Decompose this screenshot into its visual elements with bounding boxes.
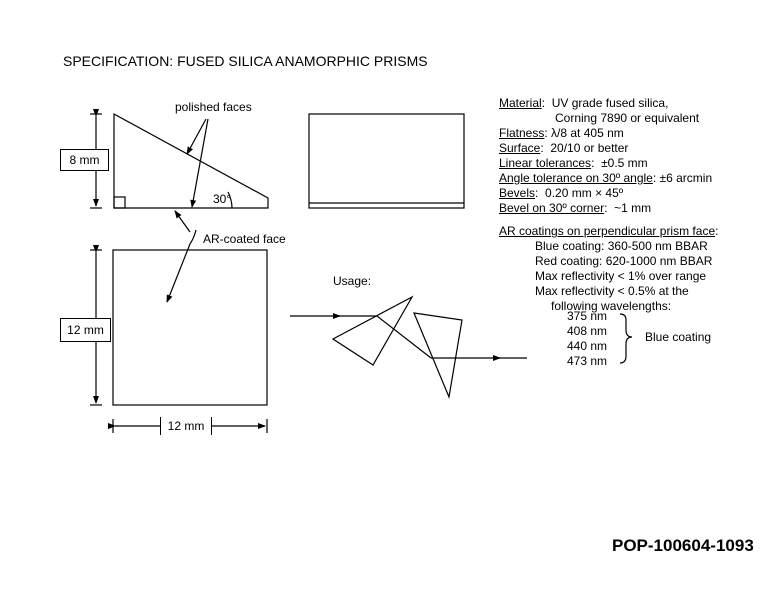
wavelength-item: 375 nm: [567, 309, 608, 323]
polished-arrow-2: [190, 118, 209, 208]
prism-end-view: [308, 113, 465, 209]
coatings-heading: AR coatings on perpendicular prism face:: [499, 224, 719, 238]
polished-arrow-1: [186, 118, 207, 155]
part-number: POP-100604-1093: [612, 536, 754, 555]
coating-line: Red coating: 620-1000 nm BBAR: [535, 254, 713, 268]
coating-line: following wavelengths:: [551, 299, 672, 313]
usage-label: Usage:: [333, 274, 372, 288]
angle-label: 30°: [213, 192, 232, 206]
polished-faces-label: polished faces: [175, 100, 252, 114]
spec-flatness: Flatness: λ/8 at 405 nm: [499, 126, 624, 140]
wavelength-item: 473 nm: [567, 354, 608, 368]
spec-angle-tolerance: Angle tolerance on 30º angle: ±6 arcmin: [499, 171, 713, 185]
width-dimension-label: 12 mm: [160, 417, 212, 435]
wavelength-group-label: Blue coating: [645, 330, 712, 344]
usage-prism-1: [331, 295, 414, 366]
ar-coated-label: AR-coated face: [203, 232, 286, 246]
prism-side-view: [113, 112, 269, 209]
spec-surface: Surface: 20/10 or better: [499, 141, 629, 155]
spec-linear-tolerances: Linear tolerances: ±0.5 mm: [499, 156, 648, 170]
height-dimension-label: 8 mm: [60, 149, 109, 171]
coating-line: Blue coating: 360-500 nm BBAR: [535, 239, 708, 253]
ar-arrow-2: [166, 243, 191, 303]
right-angle-mark: [113, 196, 126, 209]
prism-face-view: [112, 249, 268, 406]
spec-material: Material: UV grade fused silica,: [499, 96, 669, 110]
refracted-beam: [376, 315, 432, 359]
angle-arc: [227, 191, 233, 209]
spec-bevels: Bevels: 0.20 mm × 45º: [499, 186, 624, 200]
wavelength-item: 440 nm: [567, 339, 608, 353]
wavelength-item: 408 nm: [567, 324, 608, 338]
ar-arrow-1: [174, 210, 191, 233]
page-title: SPECIFICATION: FUSED SILICA ANAMORPHIC P…: [63, 53, 428, 69]
wavelength-brace: [619, 313, 633, 364]
usage-prism-2: [413, 312, 463, 400]
side-dimension-label: 12 mm: [60, 318, 111, 342]
spec-material-cont: Corning 7890 or equivalent: [555, 111, 700, 125]
coating-line: Max reflectivity < 0.5% at the: [535, 284, 689, 298]
spec-bevel-30: Bevel on 30º corner: ~1 mm: [499, 201, 652, 215]
coating-line: Max reflectivity < 1% over range: [535, 269, 707, 283]
